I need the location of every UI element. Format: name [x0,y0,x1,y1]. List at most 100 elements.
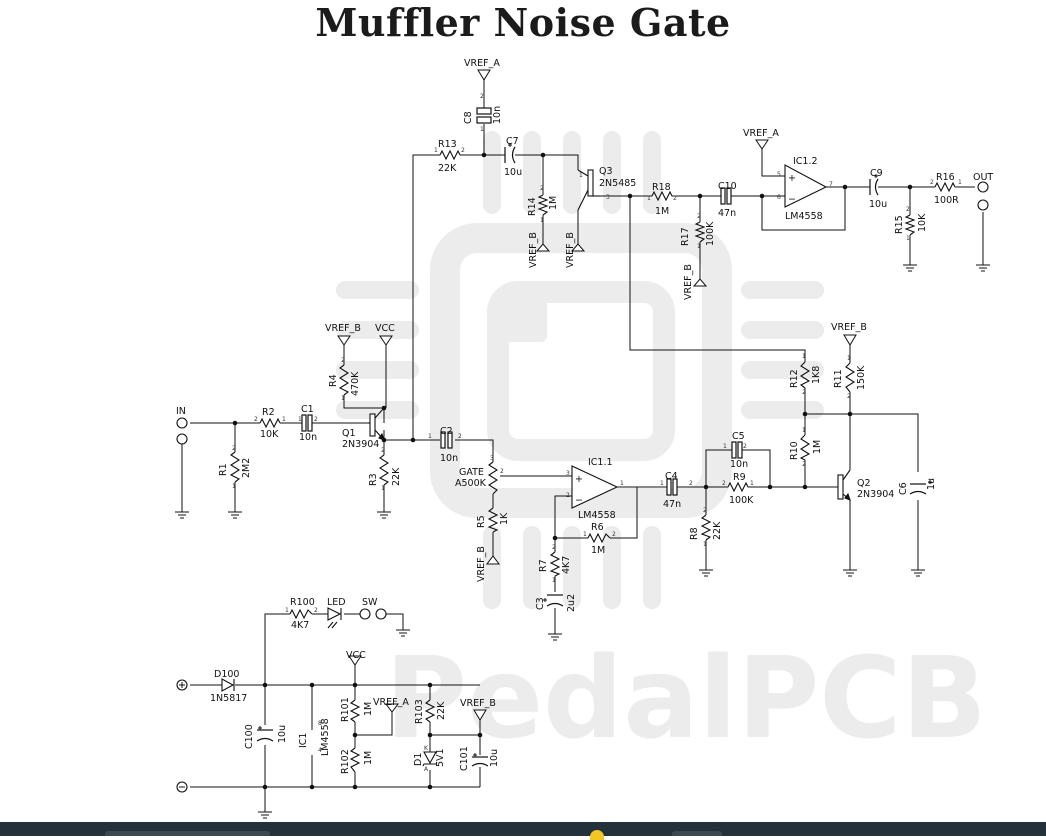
c6-value: 1u [926,478,937,490]
out-terminal-ground [977,199,989,211]
switch-contact-a [359,608,371,620]
ic11-label: IC1.1 [588,457,613,468]
r103-label: R103 [414,699,425,724]
svg-text:2: 2 [314,607,318,614]
svg-text:1: 1 [703,541,707,548]
c2-value: 10n [440,453,458,464]
svg-text:1: 1 [802,427,806,434]
vref-b-r5-label: VREF_B [476,546,487,582]
vref-a-flag-ic12 [755,139,769,150]
q3-label: Q3 [599,166,613,177]
resistor-r5 [487,507,499,533]
svg-text:1: 1 [232,483,236,490]
c7-label: C7 [506,136,519,147]
capacitor-c100 [256,729,274,742]
r101-label: R101 [340,697,351,722]
r100-label: R100 [290,597,315,608]
r13-value: 22K [438,163,457,174]
svg-text:2: 2 [254,416,258,423]
svg-text:6: 6 [777,194,781,201]
svg-text:K: K [424,745,429,752]
led-indicator [327,607,342,629]
c9-label: C9 [870,168,883,179]
resistor-r13 [439,149,461,161]
ic12-plus-sign: + [788,173,796,184]
transistors [368,169,851,501]
transistor-q2 [837,469,851,501]
svg-text:2: 2 [930,179,934,186]
r17-value: 100K [705,221,716,246]
taskbar-tab-right[interactable] [672,831,722,836]
vref-a-flag-top [477,69,491,81]
r16-value: 100R [934,195,959,206]
vcc-q1-label: VCC [375,323,395,334]
svg-text:1: 1 [285,607,289,614]
resistor-r7 [549,551,561,577]
taskbar-app-icon[interactable] [590,830,604,840]
resistor-r1 [229,451,241,483]
opamp-ic1-2 [784,164,828,208]
q1-label: Q1 [342,428,356,439]
capacitor-c5 [731,441,743,459]
c2-label: C2 [440,426,453,437]
svg-text:2: 2 [566,492,570,499]
r7-value: 4K7 [561,556,572,574]
svg-text:1: 1 [298,416,302,423]
capacitor-c6 [909,483,927,495]
c101-label: C101 [459,746,470,771]
vref-b-flag-r11 [843,334,857,346]
c8-label: C8 [463,111,474,124]
capacitor-c8 [476,107,492,124]
svg-text:1: 1 [579,172,583,179]
in-terminal [176,417,188,429]
r18-label: R18 [652,182,671,193]
sw-label: SW [362,597,378,608]
ground-r8 [699,569,713,577]
capacitor-c2 [440,431,453,449]
resistor-r2 [259,417,281,429]
vref-b-flag-power [473,709,487,721]
ground-in [175,511,189,519]
r12-label: R12 [789,369,800,388]
ground-r15 [903,264,917,272]
svg-text:1: 1 [802,353,806,360]
resistor-r16 [934,181,956,193]
vref-b-flag-r14 [535,243,551,252]
ground-switch [396,629,410,637]
capacitors [256,107,927,767]
r3-value: 22K [391,467,402,486]
vref-b-power-label: VREF_B [460,698,496,709]
r14-label: R14 [527,197,538,216]
c1-value: 10n [299,432,317,443]
svg-text:2: 2 [612,531,616,538]
svg-text:1: 1 [583,531,587,538]
watermark-chip-mark [505,300,547,342]
c4-value: 47n [663,499,681,510]
r7-label: R7 [538,559,549,572]
svg-text:2: 2 [500,468,504,475]
capacitor-c10 [720,187,732,205]
resistor-r14 [537,194,549,216]
diodes [221,607,438,767]
watermark-text: PedalPCB [385,634,987,764]
ground-power [258,811,272,819]
vcc-power-label: VCC [346,650,366,661]
pedalpcb-watermark [336,131,824,609]
ground-c6 [911,569,925,577]
r102-value: 1M [363,751,374,765]
resistor-r100 [289,608,313,620]
vref-b-r17-label: VREF_B [683,264,694,300]
d100-value: 1N5817 [210,693,247,704]
taskbar-tab-left[interactable] [105,831,270,836]
r11-label: R11 [833,369,844,388]
r1-label: R1 [218,463,229,476]
svg-text:4: 4 [318,747,322,754]
resistors [229,149,956,773]
svg-text:1: 1 [847,355,851,362]
vcc-flag-q1 [379,335,393,346]
in-label: IN [176,406,186,417]
c1-label: C1 [301,404,314,415]
vref-b-flag-r4 [337,335,351,346]
svg-text:5: 5 [777,171,781,178]
